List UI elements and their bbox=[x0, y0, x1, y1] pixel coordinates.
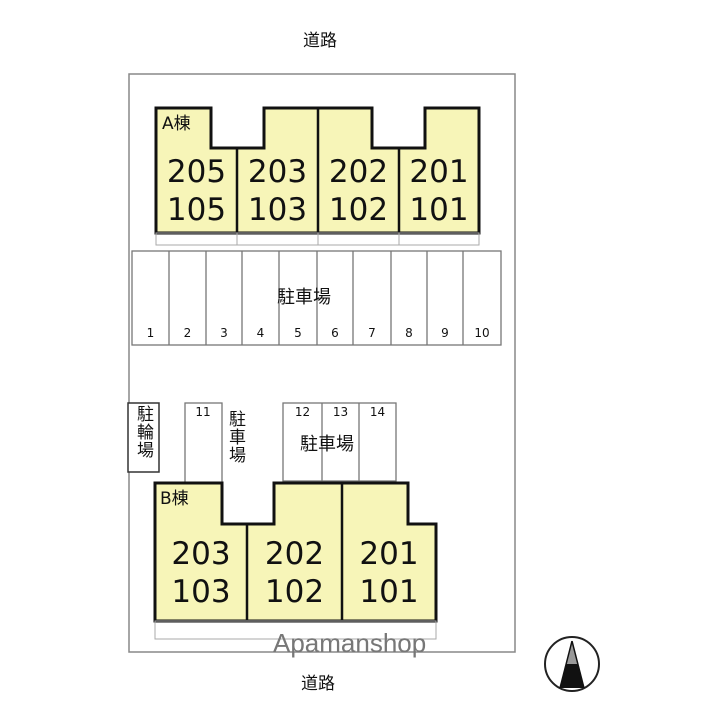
building-a-name: A棟 bbox=[162, 114, 191, 134]
parking-space-11 bbox=[184, 402, 223, 484]
north-arrow-icon bbox=[544, 636, 600, 692]
parking-space-number: 11 bbox=[195, 405, 211, 419]
bicycle-parking-label: 駐輪場 bbox=[133, 405, 153, 459]
bicycle-parking-box bbox=[127, 402, 160, 473]
parking-space-number: 6 bbox=[331, 326, 339, 340]
building-b-balcony bbox=[154, 620, 437, 640]
unit-number: 101 bbox=[409, 192, 469, 228]
unit-number: 205 bbox=[166, 154, 227, 190]
road-label-bottom: 道路 bbox=[301, 674, 335, 694]
parking-space-number: 14 bbox=[369, 405, 386, 419]
unit-number: 202 bbox=[264, 536, 325, 572]
parking-space-number: 2 bbox=[183, 326, 192, 340]
watermark: Apamanshop bbox=[273, 628, 427, 658]
parking-space-number: 3 bbox=[220, 326, 228, 340]
unit-number: 102 bbox=[264, 574, 325, 610]
parking-side-label: 駐車場 bbox=[225, 410, 245, 464]
building-b-name: B棟 bbox=[160, 489, 189, 509]
road-label-top: 道路 bbox=[303, 31, 337, 51]
parking-space-number: 8 bbox=[405, 326, 413, 340]
unit-number: 203 bbox=[247, 154, 308, 190]
parking-space-number: 1 bbox=[146, 326, 155, 340]
unit-number: 202 bbox=[328, 154, 389, 190]
parking-space-number: 4 bbox=[256, 326, 265, 340]
parking-space-number: 7 bbox=[368, 326, 376, 340]
unit-number: 102 bbox=[328, 192, 389, 228]
parking-space-number: 10 bbox=[474, 326, 490, 340]
parking-space-number: 12 bbox=[294, 405, 311, 419]
parking-b-label: 駐車場 bbox=[300, 434, 354, 455]
unit-number: 201 bbox=[409, 154, 469, 190]
unit-number: 105 bbox=[166, 192, 227, 228]
unit-number: 101 bbox=[359, 574, 419, 610]
parking-space-number: 13 bbox=[332, 405, 349, 419]
unit-number: 201 bbox=[359, 536, 419, 572]
unit-number: 103 bbox=[247, 192, 308, 228]
parking-main-label: 駐車場 bbox=[277, 287, 331, 308]
unit-number: 103 bbox=[171, 574, 231, 610]
parking-space-number: 5 bbox=[294, 326, 302, 340]
parking-space-number: 9 bbox=[441, 326, 449, 340]
site-boundary bbox=[128, 73, 516, 653]
unit-number: 203 bbox=[171, 536, 231, 572]
parking-b-area bbox=[282, 402, 397, 482]
